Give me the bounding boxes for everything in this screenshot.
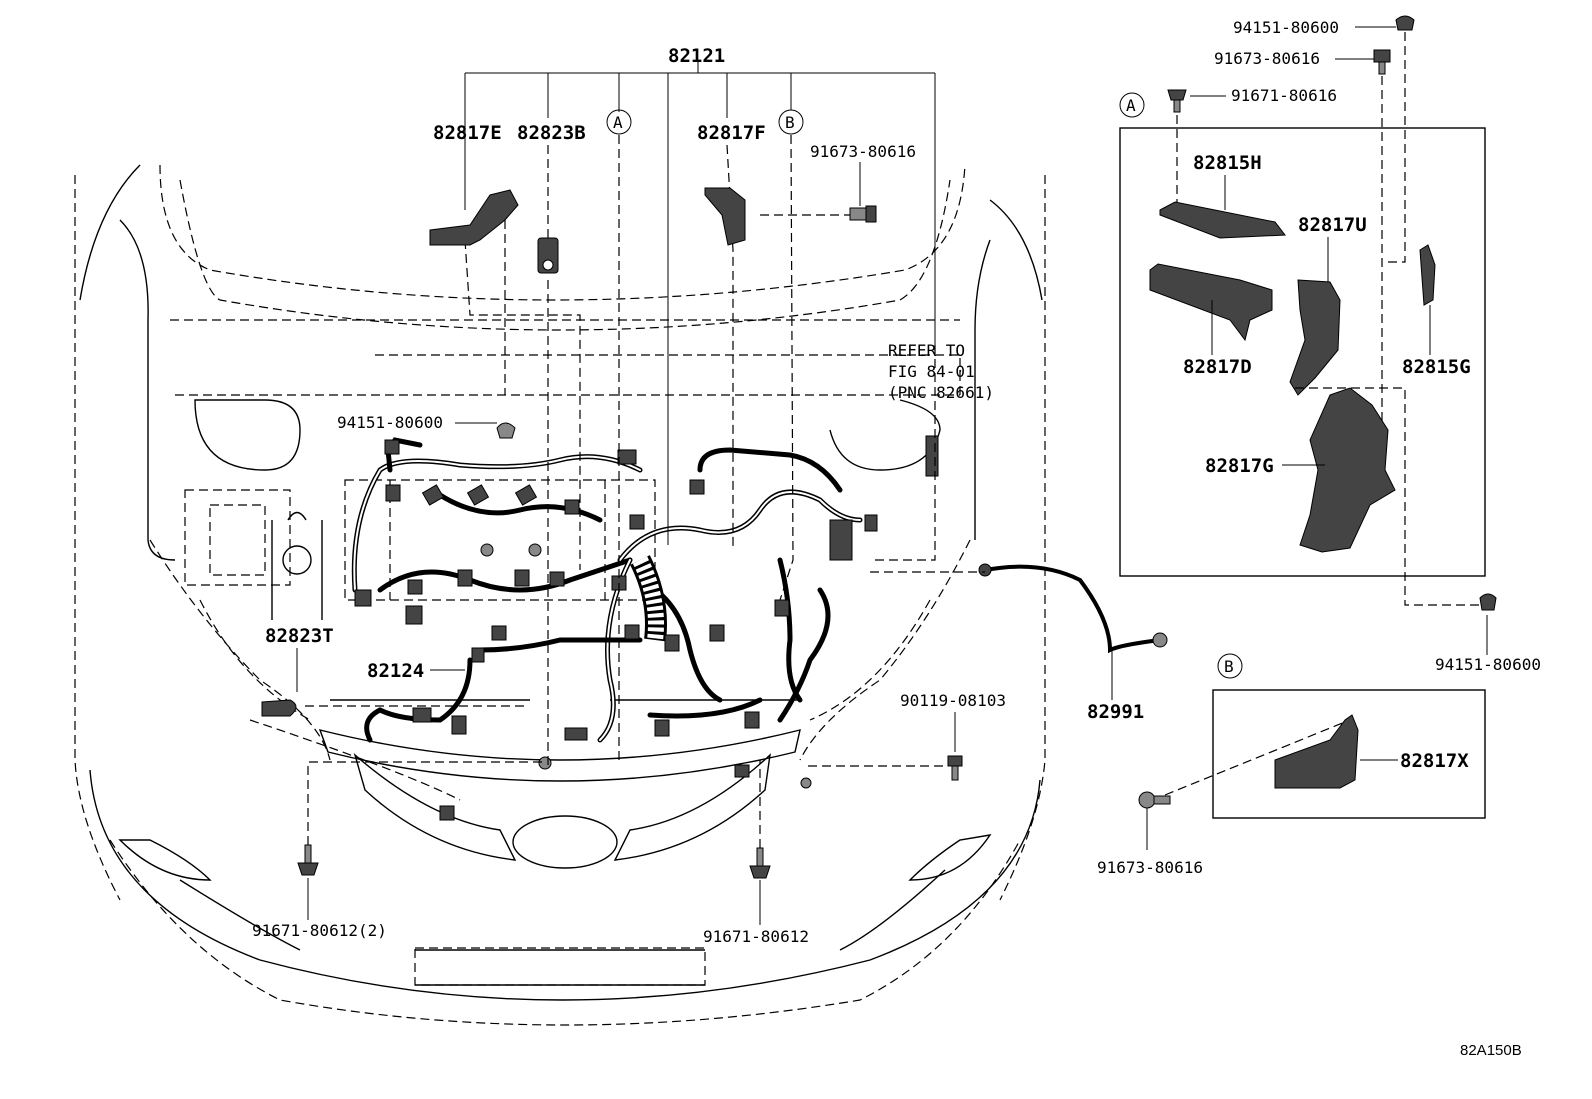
harness-connectors (354, 435, 939, 821)
label-82124: 82124 (367, 660, 424, 682)
detail-a: A 94151-80600 91673-80616 91671-80616 82… (1119, 15, 1541, 674)
drawing-id: 82A150B (1460, 1042, 1522, 1059)
top-parts (429, 187, 877, 439)
label-91671-80616-a: 91671-80616 (1231, 86, 1337, 105)
main-labels: 82121 82817E 82823B A 82817F B 91673-806… (252, 45, 1144, 946)
label-82823T: 82823T (265, 625, 334, 647)
label-91673-80616-top: 91673-80616 (810, 142, 916, 161)
label-91673-80616-top-a: 91673-80616 (1214, 49, 1320, 68)
callout-b-detail: B (1217, 653, 1243, 679)
main-assembly-bracket (464, 62, 936, 770)
label-82817F: 82817F (697, 122, 766, 144)
callout-b-letter: B (785, 113, 795, 132)
label-82991: 82991 (1087, 701, 1144, 723)
label-82817G: 82817G (1205, 455, 1274, 477)
callout-a-letter: A (613, 113, 623, 132)
refer-note-line3: (PNC 82661) (888, 383, 994, 402)
label-94151-80600-top: 94151-80600 (1233, 18, 1339, 37)
label-91671-80612-2: 91671-80612(2) (252, 921, 387, 940)
label-94151-80600-mid: 94151-80600 (337, 413, 443, 432)
svg-text:A: A (1126, 96, 1136, 115)
callout-b-top: B (778, 109, 804, 135)
label-82817U: 82817U (1298, 214, 1367, 236)
label-91673-80616-b: 91673-80616 (1097, 858, 1203, 877)
label-82817D: 82817D (1183, 356, 1252, 378)
svg-text:B: B (1224, 657, 1234, 676)
refer-note-line1: REFER TO (888, 341, 965, 360)
refer-note-line2: FIG 84-01 (888, 362, 975, 381)
label-82817X: 82817X (1400, 750, 1469, 772)
engine-harness (344, 437, 1168, 743)
vehicle-body-outline (74, 164, 1046, 1026)
label-94151-80600-bottom: 94151-80600 (1435, 655, 1541, 674)
label-82121: 82121 (668, 45, 725, 67)
callout-a-top: A (606, 109, 632, 135)
label-91671-80612: 91671-80612 (703, 927, 809, 946)
label-82815H: 82815H (1193, 152, 1262, 174)
callout-a-detail: A (1119, 92, 1145, 118)
label-82817E: 82817E (433, 122, 502, 144)
label-90119-08103: 90119-08103 (900, 691, 1006, 710)
label-82815G: 82815G (1402, 356, 1471, 378)
label-82823B: 82823B (517, 122, 586, 144)
detail-b: B 82817X 91673-80616 (1097, 653, 1486, 877)
